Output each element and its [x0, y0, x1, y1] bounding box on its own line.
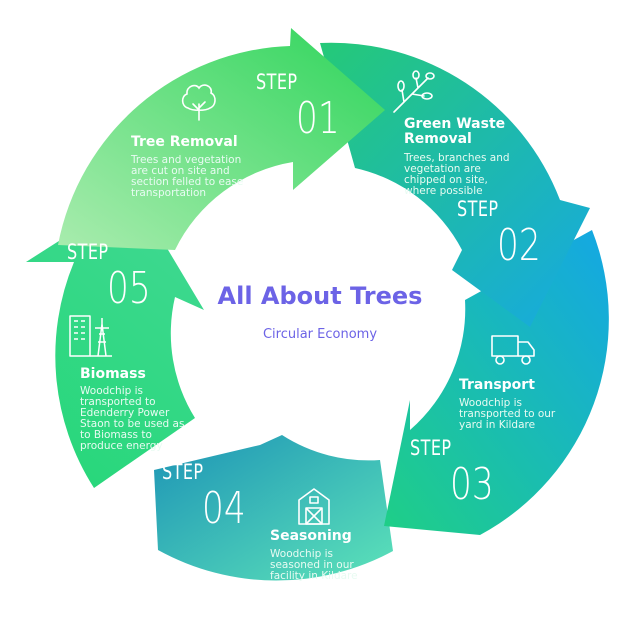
step-02-number: 02 — [497, 220, 541, 271]
center-title: All About Trees — [217, 282, 423, 310]
step-01-title: Tree Removal — [131, 134, 238, 150]
step-02-label: STEP — [457, 197, 499, 221]
step-05-title: Biomass — [80, 366, 146, 382]
step-05-number: 05 — [107, 263, 151, 314]
step-01-segment — [58, 28, 385, 250]
step-04-label: STEP — [162, 460, 204, 484]
step-05-description: Woodchip is transported to Edenderry Pow… — [80, 385, 185, 452]
step-03-segment — [384, 230, 609, 535]
step-03-number: 03 — [450, 459, 494, 510]
step-03-description: Woodchip is transported to our yard in K… — [459, 397, 556, 431]
step-02-segment — [320, 42, 590, 327]
step-03-label: STEP — [410, 436, 452, 460]
step-04-description: Woodchip is seasoned in our facility in … — [270, 548, 358, 582]
step-02-title: Green Waste Removal — [404, 116, 506, 147]
truck-icon — [491, 335, 535, 365]
step-01-label: STEP — [256, 70, 298, 94]
step-01-number: 01 — [296, 93, 340, 144]
step-04-title: Seasoning — [270, 528, 352, 544]
step-05-label: STEP — [67, 240, 109, 264]
barn-icon — [298, 488, 330, 525]
center-subtitle: Circular Economy — [262, 327, 378, 342]
step-03-title: Transport — [459, 377, 535, 393]
step-01-description: Trees and vegetation are cut on site and… — [131, 154, 244, 199]
power-plant-icon — [69, 315, 112, 357]
step-02-description: Trees, branches and vegetation are chipp… — [404, 152, 510, 197]
step-05-segment — [26, 193, 204, 488]
step-04-number: 04 — [202, 483, 246, 534]
tree-icon — [181, 84, 216, 121]
step-04-segment — [154, 435, 393, 581]
branch-icon — [393, 70, 435, 113]
